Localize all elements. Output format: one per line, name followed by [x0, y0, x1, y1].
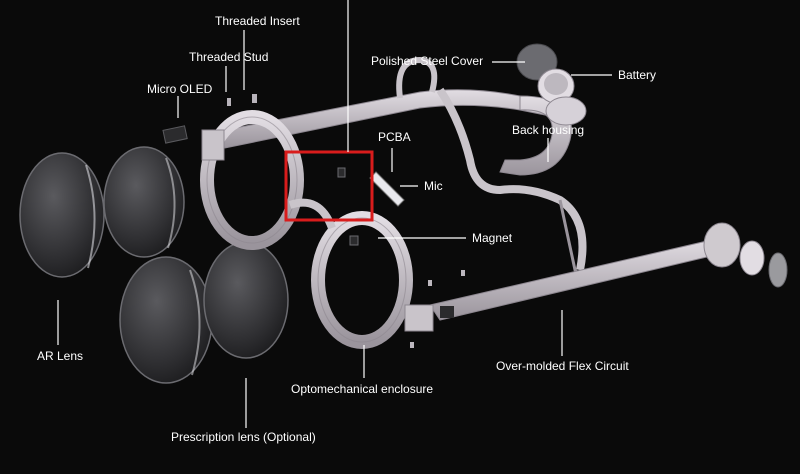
label-micro-oled: Micro OLED: [147, 82, 212, 96]
label-ar-lens: AR Lens: [37, 349, 83, 363]
prescription-lens-left: [120, 257, 212, 383]
label-threaded-stud: Threaded Stud: [189, 50, 268, 64]
label-magnet: Magnet: [472, 231, 512, 245]
label-polished-steel-cover: Polished Steel Cover: [371, 54, 483, 68]
magnet-part: [350, 236, 358, 245]
flex-end-cap: [704, 223, 787, 287]
label-threaded-insert: Threaded Insert: [215, 14, 300, 28]
pcba-part: [338, 168, 345, 177]
back-housing-part: [546, 97, 586, 125]
threaded-insert-part: [252, 94, 257, 103]
label-over-molded-flex-circuit: Over-molded Flex Circuit: [496, 359, 629, 373]
threaded-stud-part: [227, 98, 231, 106]
prescription-lens-right: [204, 242, 288, 358]
enclosure-block-right: [405, 305, 433, 331]
screw-part-b: [461, 270, 465, 276]
label-prescription-lens: Prescription lens (Optional): [171, 430, 316, 444]
label-back-housing: Back housing: [512, 123, 584, 137]
ar-lens-left: [20, 153, 104, 277]
label-mic: Mic: [424, 179, 443, 193]
label-battery: Battery: [618, 68, 656, 82]
micro-oled-part: [163, 126, 187, 143]
mic-part: [370, 172, 404, 206]
enclosure-block-left: [202, 130, 224, 160]
ar-lens-right: [104, 147, 184, 257]
right-eye-ring: [318, 218, 406, 342]
screw-part-a: [428, 280, 432, 286]
screw-part-c: [410, 342, 414, 348]
label-optomechanical-enclosure: Optomechanical enclosure: [291, 382, 433, 396]
label-pcba: PCBA: [378, 130, 411, 144]
